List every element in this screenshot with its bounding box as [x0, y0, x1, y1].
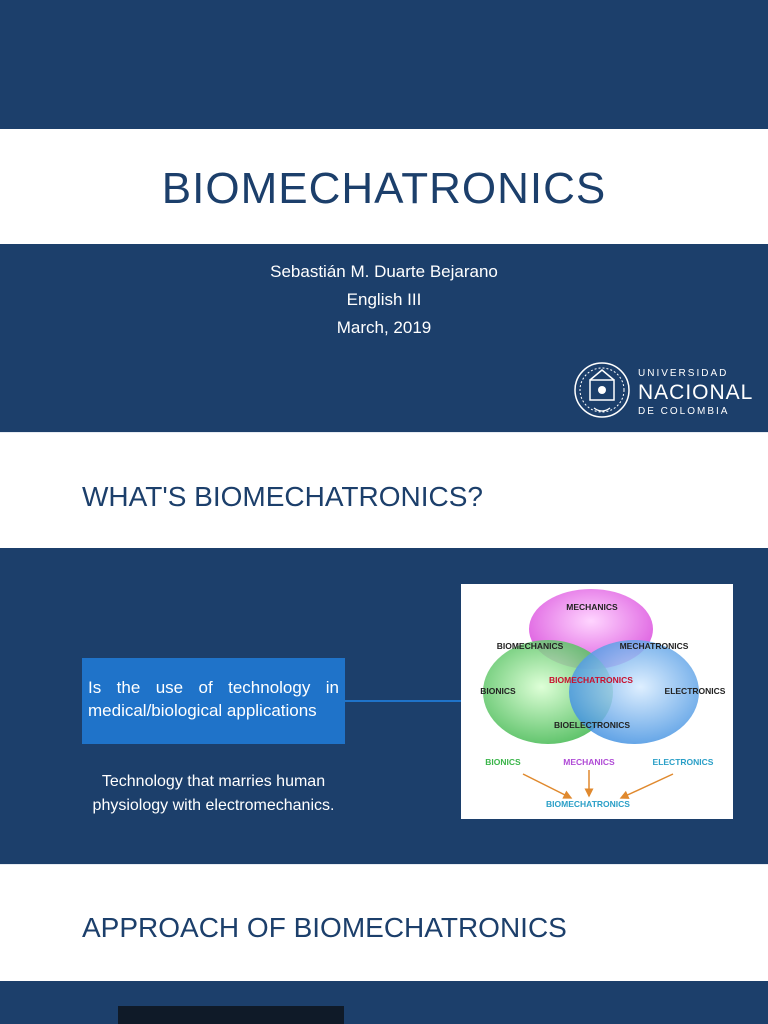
- label-electronics: ELECTRONICS: [665, 686, 726, 696]
- university-seal-icon: [574, 362, 630, 418]
- slide2-heading: WHAT'S BIOMECHATRONICS?: [82, 481, 483, 512]
- logo-line3: DE COLOMBIA: [638, 406, 730, 417]
- label-bionics: BIONICS: [480, 686, 516, 696]
- author-name: Sebastián M. Duarte Bejarano: [270, 262, 498, 281]
- slide1-title-band: [0, 129, 768, 244]
- electronics-circle: [569, 640, 699, 744]
- bottom-mechanics: MECHANICS: [563, 757, 615, 767]
- bottom-electronics: ELECTRONICS: [653, 757, 714, 767]
- logo-line2: NACIONAL: [638, 381, 754, 404]
- slide1-bottom-band: [0, 244, 768, 432]
- course-name: English III: [346, 290, 422, 309]
- presentation-date: March, 2019: [336, 318, 432, 337]
- bottom-result: BIOMECHATRONICS: [546, 799, 630, 809]
- label-biomechanics: BIOMECHANICS: [497, 641, 564, 651]
- label-biomechatronics: BIOMECHATRONICS: [549, 675, 633, 685]
- label-mechanics: MECHANICS: [566, 602, 618, 612]
- slide-divider: [0, 432, 768, 433]
- slide3-image: [118, 1006, 344, 1024]
- slide3-heading: APPROACH OF BIOMECHATRONICS: [82, 912, 567, 943]
- venn-diagram: MECHANICS BIOMECHANICS MECHATRONICS BIOM…: [461, 584, 733, 819]
- connector-line: [345, 700, 461, 702]
- venn-diagram-graphic: MECHANICS BIOMECHANICS MECHATRONICS BIOM…: [480, 589, 726, 809]
- logo-line1: UNIVERSIDAD: [638, 368, 729, 379]
- definition-caption: Technology that marries human physiology…: [92, 773, 335, 814]
- definition-box: Is the use of technology in medical/biol…: [82, 658, 345, 744]
- bottom-bionics: BIONICS: [485, 757, 521, 767]
- slide-divider-2: [0, 864, 768, 865]
- slide2-heading-band: [0, 444, 768, 548]
- slide1-title: BIOMECHATRONICS: [161, 164, 607, 213]
- slide3-heading-band: [0, 877, 768, 981]
- slide3-body: [0, 981, 768, 1024]
- label-mechatronics: MECHATRONICS: [620, 641, 689, 651]
- university-logo: UNIVERSIDAD NACIONAL DE COLOMBIA: [572, 350, 752, 430]
- label-bioelectronics: BIOELECTRONICS: [554, 720, 630, 730]
- slide1-top-band: [0, 0, 768, 129]
